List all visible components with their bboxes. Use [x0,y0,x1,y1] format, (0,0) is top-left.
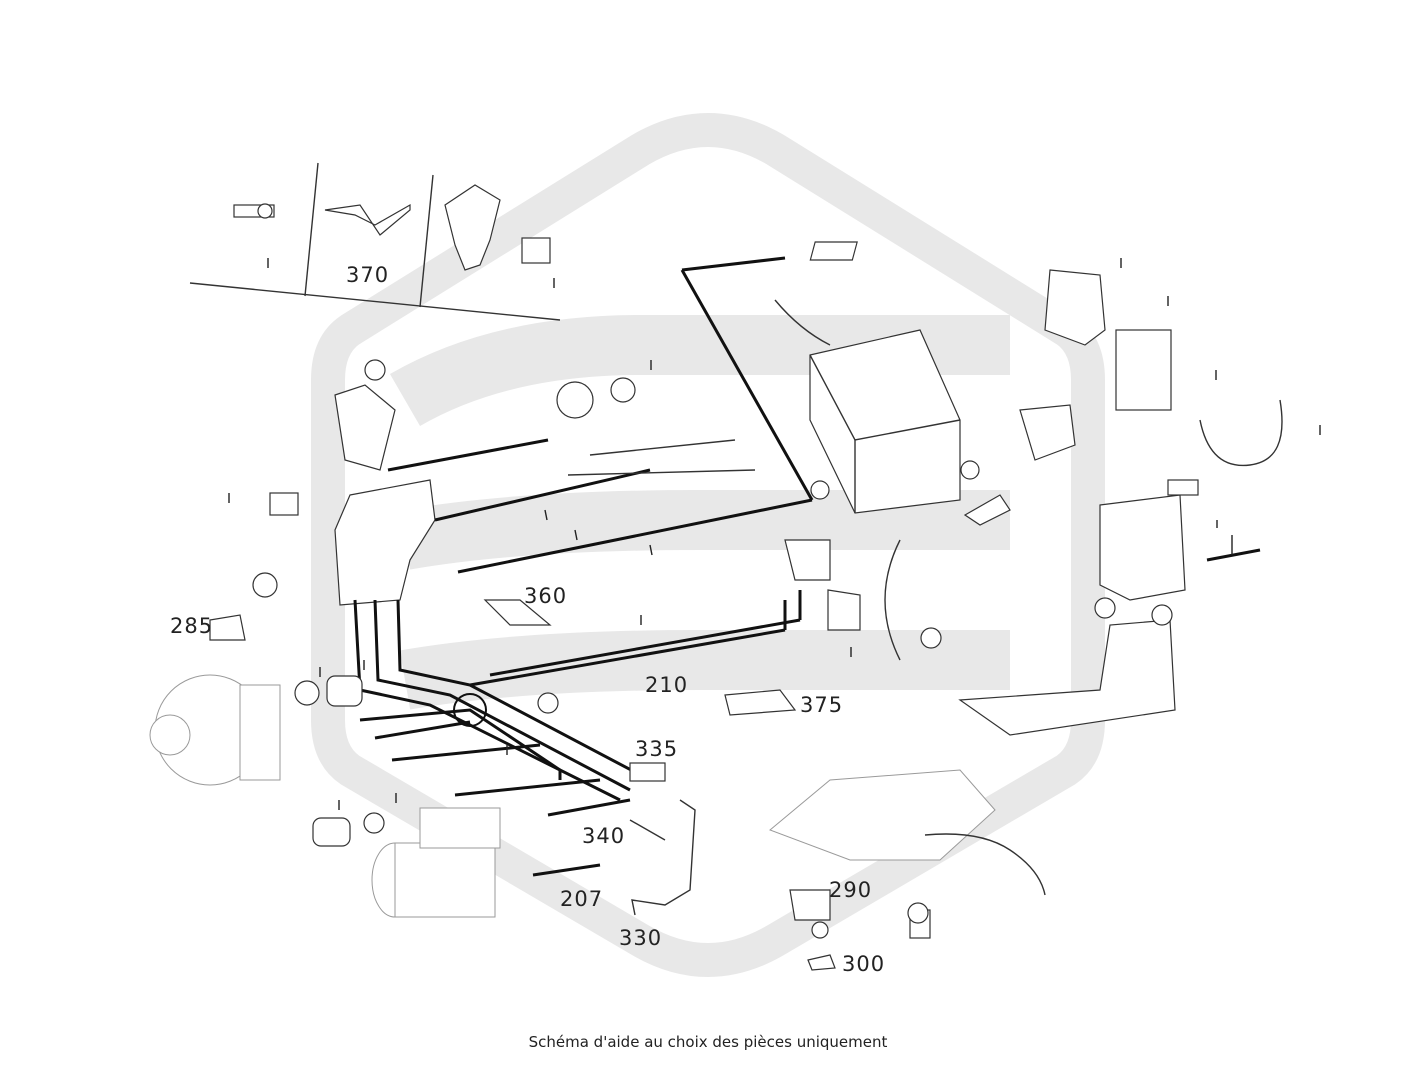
callout-335: 335 [635,737,678,761]
callout-330: 330 [619,926,662,950]
small-parts [209,377,1199,971]
thin-cables [567,299,1283,896]
starter [371,807,501,918]
callouts: 370 360 285 210 375 335 340 207 330 290 … [170,263,885,976]
callout-360: 360 [524,584,567,608]
callout-210: 210 [645,673,688,697]
fuse-box [269,359,436,606]
bracket-part-370 [324,203,411,236]
battery-tray [958,269,1176,736]
callout-370: 370 [346,263,389,287]
diagram-caption: Schéma d'aide au choix des pièces unique… [528,1033,888,1051]
gearbox [769,769,996,861]
battery-secondary [1099,329,1186,601]
top-inset [189,162,561,321]
callout-300: 300 [842,952,885,976]
alternator [149,674,281,786]
callout-285: 285 [170,614,213,638]
callout-340: 340 [582,824,625,848]
bolt-part [233,203,275,219]
watermark-logo [311,113,1105,977]
callout-375: 375 [800,693,843,717]
callout-290: 290 [829,878,872,902]
battery-main [809,241,961,514]
callout-207: 207 [560,887,603,911]
bracket-part-large [444,184,551,271]
harness-lines [353,256,1261,877]
reference-ticks [228,258,1321,810]
